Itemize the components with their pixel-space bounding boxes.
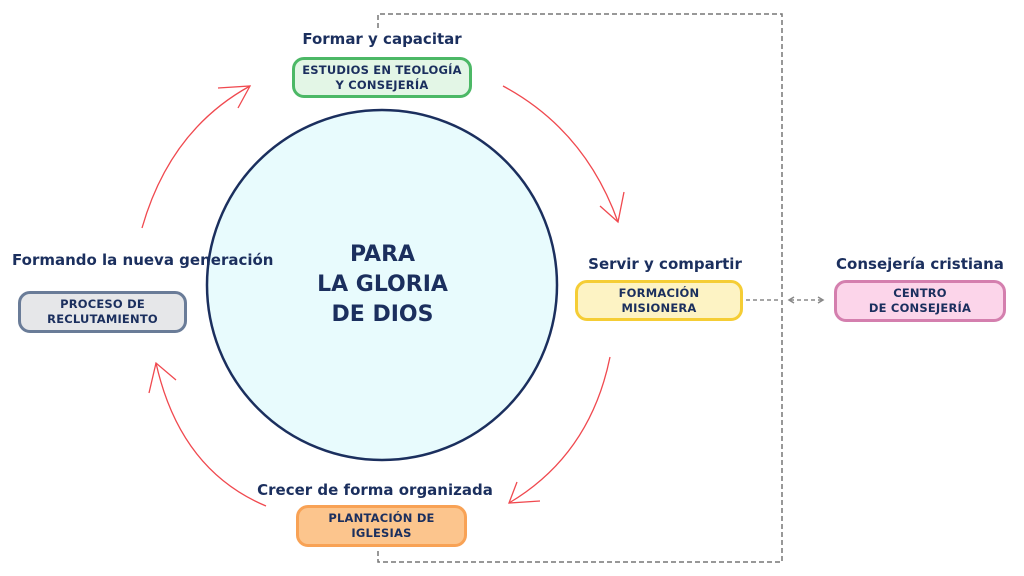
cycle-arrow-top-right	[502, 85, 625, 224]
node-box-plantacion[interactable]: PLANTACIÓN DE IGLESIAS	[296, 505, 467, 547]
node-title-formando: Formando la nueva generación	[12, 251, 274, 269]
node-title-consejeria: Consejería cristiana	[836, 255, 1004, 273]
node-box-proceso[interactable]: PROCESO DE RECLUTAMIENTO	[18, 291, 187, 333]
node-title-formar: Formar y capacitar	[302, 30, 462, 48]
node-title-servir: Servir y compartir	[588, 255, 742, 273]
node-box-centro[interactable]: CENTRO DE CONSEJERÍA	[834, 280, 1006, 322]
dashed-connector-frame	[377, 13, 783, 563]
node-box-formacion[interactable]: FORMACIÓN MISIONERA	[575, 280, 743, 321]
cycle-arrow-bottom-left	[148, 361, 267, 507]
cycle-arrow-top-left	[141, 85, 252, 229]
center-label: PARA LA GLORIA DE DIOS	[317, 242, 448, 327]
center-circle	[205, 108, 559, 462]
double-arrow-icon	[787, 296, 825, 304]
cycle-arrow-bottom-right	[508, 356, 611, 504]
node-box-estudios[interactable]: ESTUDIOS EN TEOLOGÍA Y CONSEJERÍA	[292, 57, 472, 98]
node-title-crecer: Crecer de forma organizada	[257, 481, 493, 499]
